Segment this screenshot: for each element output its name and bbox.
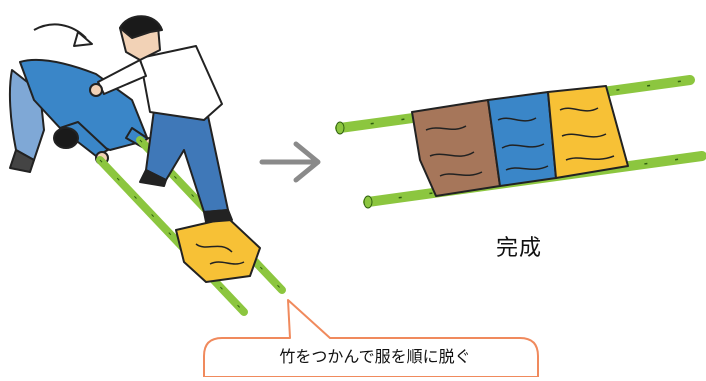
yellow-shirt-left bbox=[175, 217, 261, 283]
lying-person bbox=[8, 58, 157, 173]
blue-shirt bbox=[487, 91, 557, 187]
callout-bubble bbox=[203, 299, 539, 378]
yellow-shirt bbox=[547, 85, 629, 179]
curved-arrow-icon bbox=[33, 23, 93, 47]
instruction-text: 竹をつかんで服を順に脱ぐ bbox=[279, 347, 471, 366]
right-arrow-icon bbox=[259, 141, 321, 183]
standing-helper bbox=[89, 15, 233, 223]
brown-shirt bbox=[411, 99, 501, 197]
complete-label: 完成 bbox=[496, 236, 543, 261]
